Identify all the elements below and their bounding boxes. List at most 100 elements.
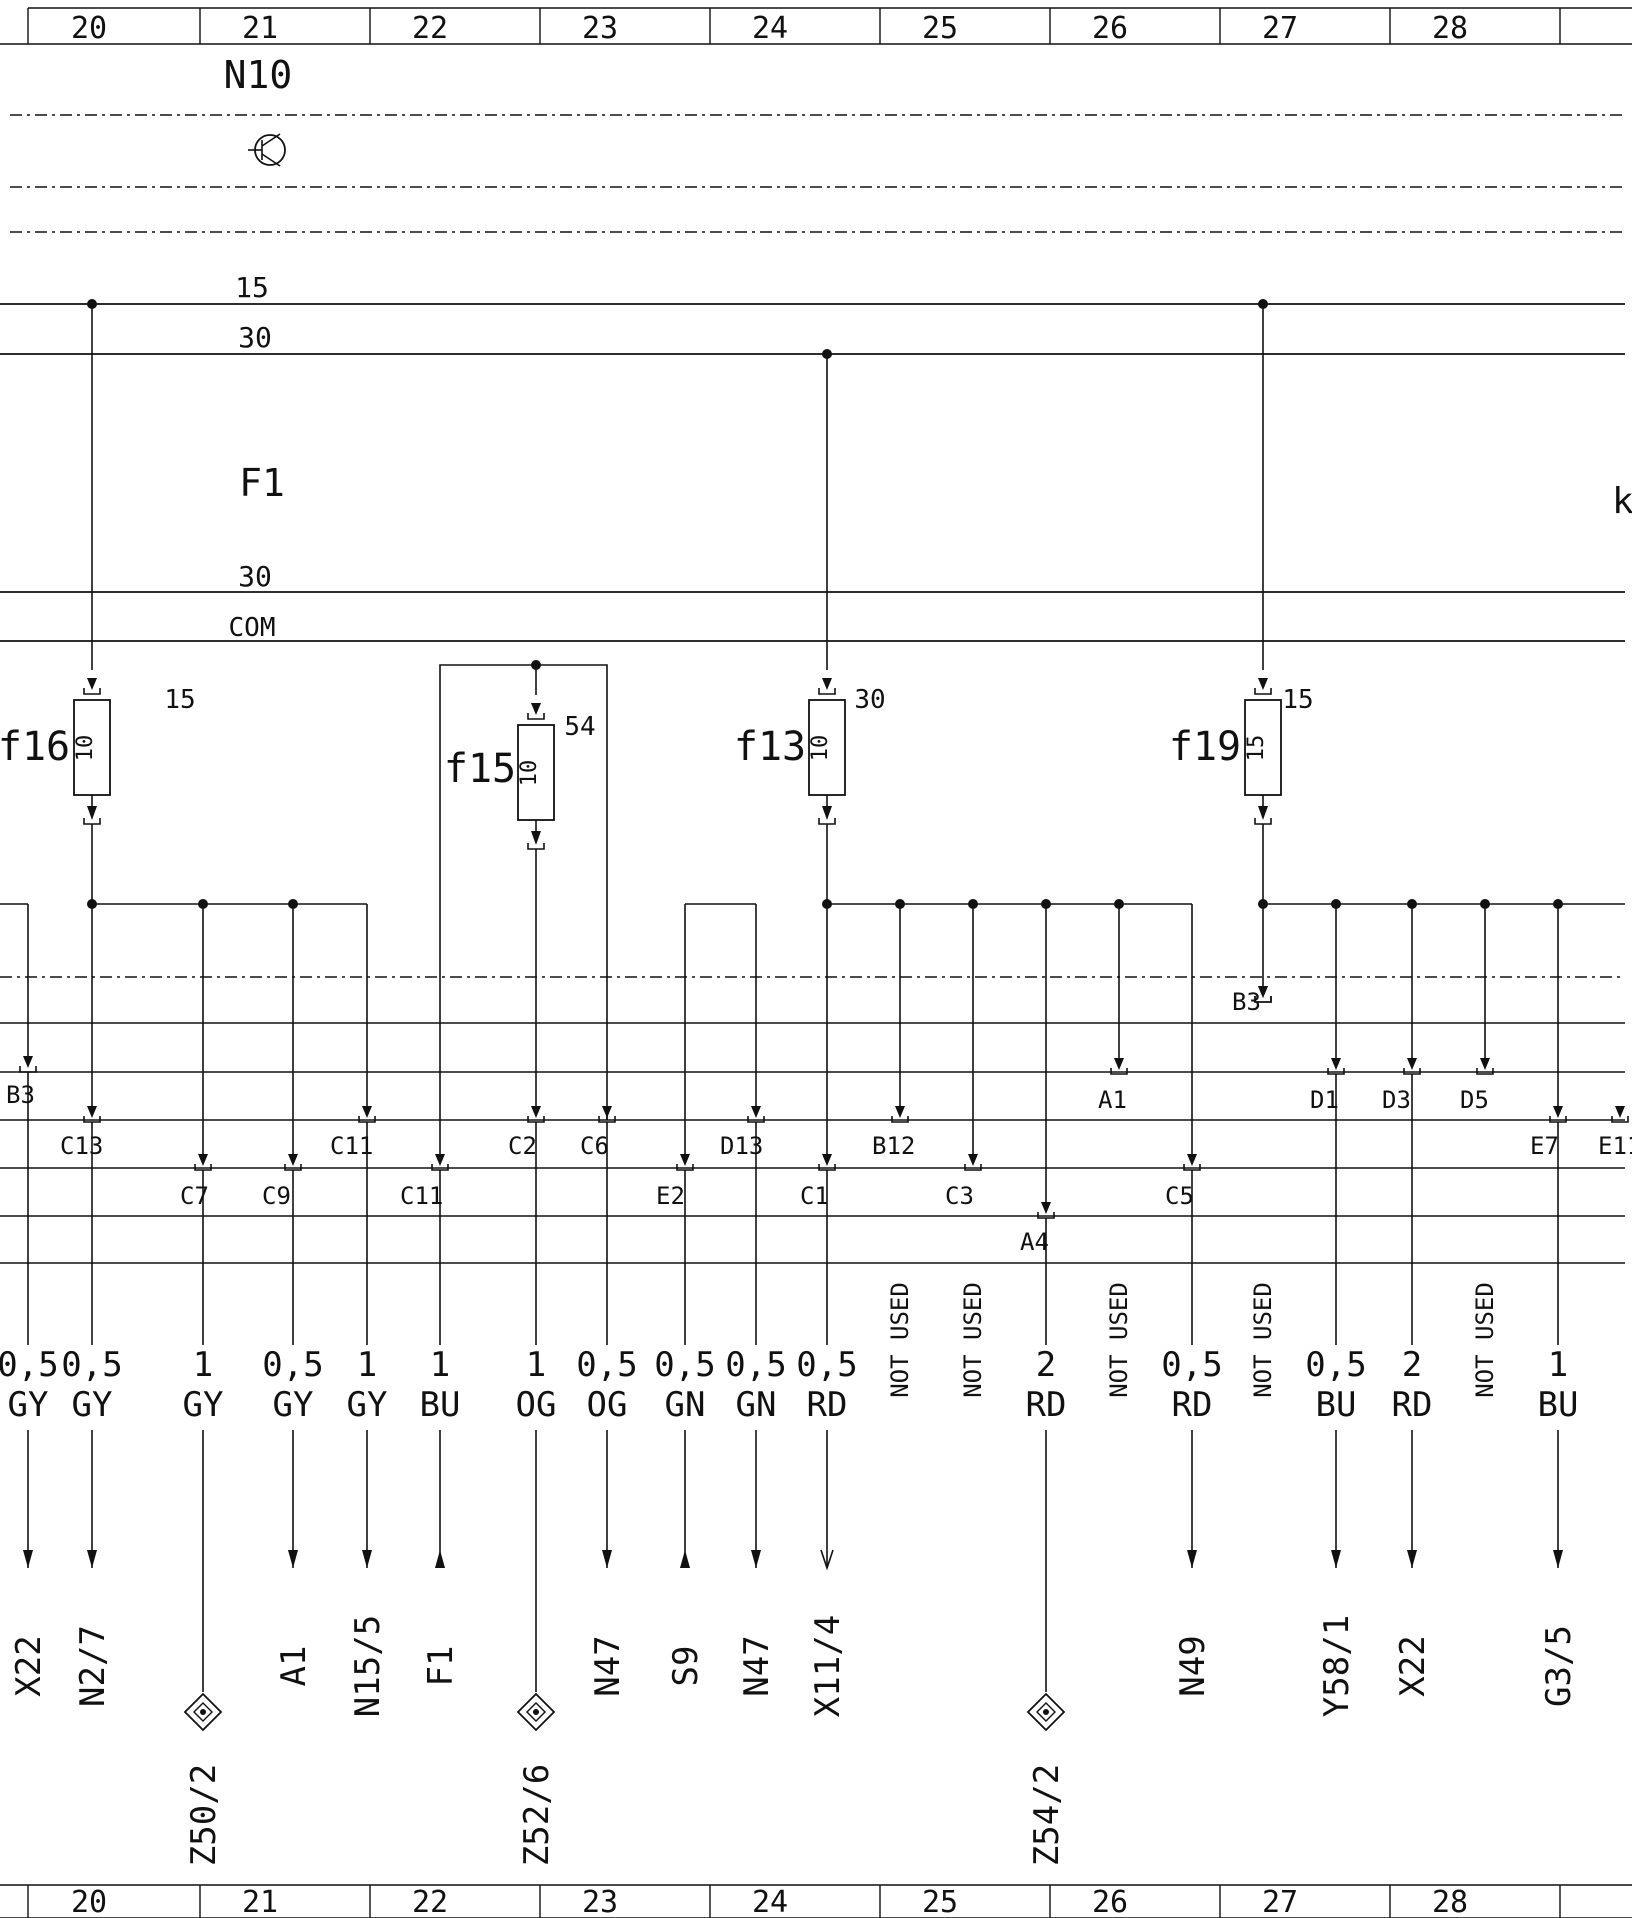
wire-destination-label: N47: [737, 1635, 777, 1696]
pin-arrow: [87, 1106, 97, 1118]
wire-destination-label: Z52/6: [517, 1764, 557, 1866]
wire-destination-label: N49: [1173, 1635, 1213, 1696]
relay-label: k2: [1612, 481, 1632, 522]
arrow-down-icon: [87, 1550, 97, 1568]
pin-arrow: [822, 1154, 832, 1166]
wire-destination-label: N15/5: [348, 1615, 388, 1717]
ground-diamond-icon: [183, 1692, 223, 1732]
pin-arrow: [1553, 1106, 1563, 1118]
pin-arrow: [531, 831, 541, 845]
wire-size-label: 0,5: [725, 1345, 786, 1385]
not-used-label: NOT USED: [959, 1282, 987, 1398]
diamond-outline: [516, 1692, 556, 1732]
wire-size-label: 1: [1548, 1345, 1568, 1385]
wire-color-label: GY: [347, 1385, 388, 1425]
wire-size-label: 2: [1036, 1345, 1056, 1385]
pin-arrow: [198, 1154, 208, 1166]
wire-color-label: RD: [1026, 1385, 1067, 1425]
wire-destination-label: N2/7: [73, 1625, 113, 1707]
wire-column: NOT USED: [1471, 904, 1499, 1398]
fuse-terminal: 54: [564, 712, 595, 742]
pin-arrow: [968, 1154, 978, 1166]
pin-label: D3: [1382, 1086, 1411, 1114]
wiring-group: 0,5GYX220,5GYN2/71GYZ50/20,5GYA11GYN15/5…: [0, 899, 1629, 1866]
fuse-top-pin: [83, 678, 101, 695]
fuse-terminal: 15: [164, 685, 195, 715]
pin-label: C9: [262, 1182, 291, 1210]
wire-column: NOT USED: [1105, 904, 1133, 1398]
wire-color-label: BU: [1538, 1385, 1579, 1425]
junction-dot: [87, 299, 97, 309]
fuse-rating: 10: [73, 735, 98, 762]
bottom-ruler-column-label: 24: [752, 1885, 788, 1918]
arrow-down-icon: [1407, 1550, 1417, 1568]
pin-label: E2: [656, 1182, 685, 1210]
wire-color-label: OG: [587, 1385, 628, 1425]
pin-label: A4: [1020, 1228, 1049, 1256]
pin-bracket: [1254, 688, 1272, 695]
pin-arrow: [23, 1056, 33, 1068]
fuse-name: f16: [0, 724, 70, 770]
pin-label: A1: [1098, 1086, 1127, 1114]
not-used-label: NOT USED: [1471, 1282, 1499, 1398]
pin-label: E7: [1530, 1132, 1559, 1160]
pin-arrow: [1041, 1202, 1051, 1214]
fuse-name: f13: [734, 724, 806, 770]
pin-label: C1: [800, 1182, 829, 1210]
top-ruler-column-label: 24: [752, 11, 788, 46]
wire-destination-label: S9: [666, 1646, 706, 1687]
pin-label: B3: [1232, 988, 1261, 1016]
pin-bracket: [1254, 996, 1272, 1003]
pin-arrow: [1258, 806, 1268, 820]
arrow-down-icon: [751, 1550, 761, 1568]
pin-bracket: [1611, 1116, 1629, 1123]
wire-color-label: OG: [516, 1385, 557, 1425]
pin-arrow: [1114, 1058, 1124, 1070]
pin-label: C13: [60, 1132, 103, 1160]
bottom-ruler-column-label: 25: [922, 1885, 958, 1918]
bottom-ruler-column-label: 20: [71, 1885, 107, 1918]
fuse-rating: 10: [517, 760, 542, 787]
arrow-down-icon: [1553, 1550, 1563, 1568]
top-ruler-column-label: 28: [1432, 11, 1468, 46]
bottom-ruler-column-label: 22: [412, 1885, 448, 1918]
pin-arrow: [1187, 1154, 1197, 1166]
pin-arrow: [822, 678, 832, 690]
pin-arrow: [435, 1154, 445, 1166]
not-used-label: NOT USED: [1105, 1282, 1133, 1398]
wire-destination-label: X22: [9, 1635, 49, 1696]
bottom-ruler-column-label: 28: [1432, 1885, 1468, 1918]
fuse-name: f15: [444, 746, 516, 792]
pin-arrow: [1407, 1058, 1417, 1070]
wire-size-label: 0,5: [576, 1345, 637, 1385]
arrow-down-icon: [1187, 1550, 1197, 1568]
arrow-down-icon: [1331, 1550, 1341, 1568]
pin-label: C5: [1165, 1182, 1194, 1210]
pin-arrow: [822, 806, 832, 820]
wire-color-label: GY: [72, 1385, 113, 1425]
wire-size-label: 0,5: [654, 1345, 715, 1385]
wire-color-label: RD: [807, 1385, 848, 1425]
wire-size-label: 0,5: [262, 1345, 323, 1385]
bottom-ruler-column-label: 26: [1092, 1885, 1128, 1918]
fuse-rating: 15: [1244, 735, 1269, 762]
pin-bracket: [964, 1164, 982, 1171]
wire-destination-label: Z54/2: [1027, 1764, 1067, 1866]
pin-label: C6: [580, 1132, 609, 1160]
fuse-terminal: 15: [1282, 685, 1313, 715]
wire-color-label: GY: [273, 1385, 314, 1425]
pin-bracket: [1476, 1068, 1494, 1075]
pin-label: C11: [330, 1132, 373, 1160]
wire-destination-label: X11/4: [808, 1615, 848, 1717]
